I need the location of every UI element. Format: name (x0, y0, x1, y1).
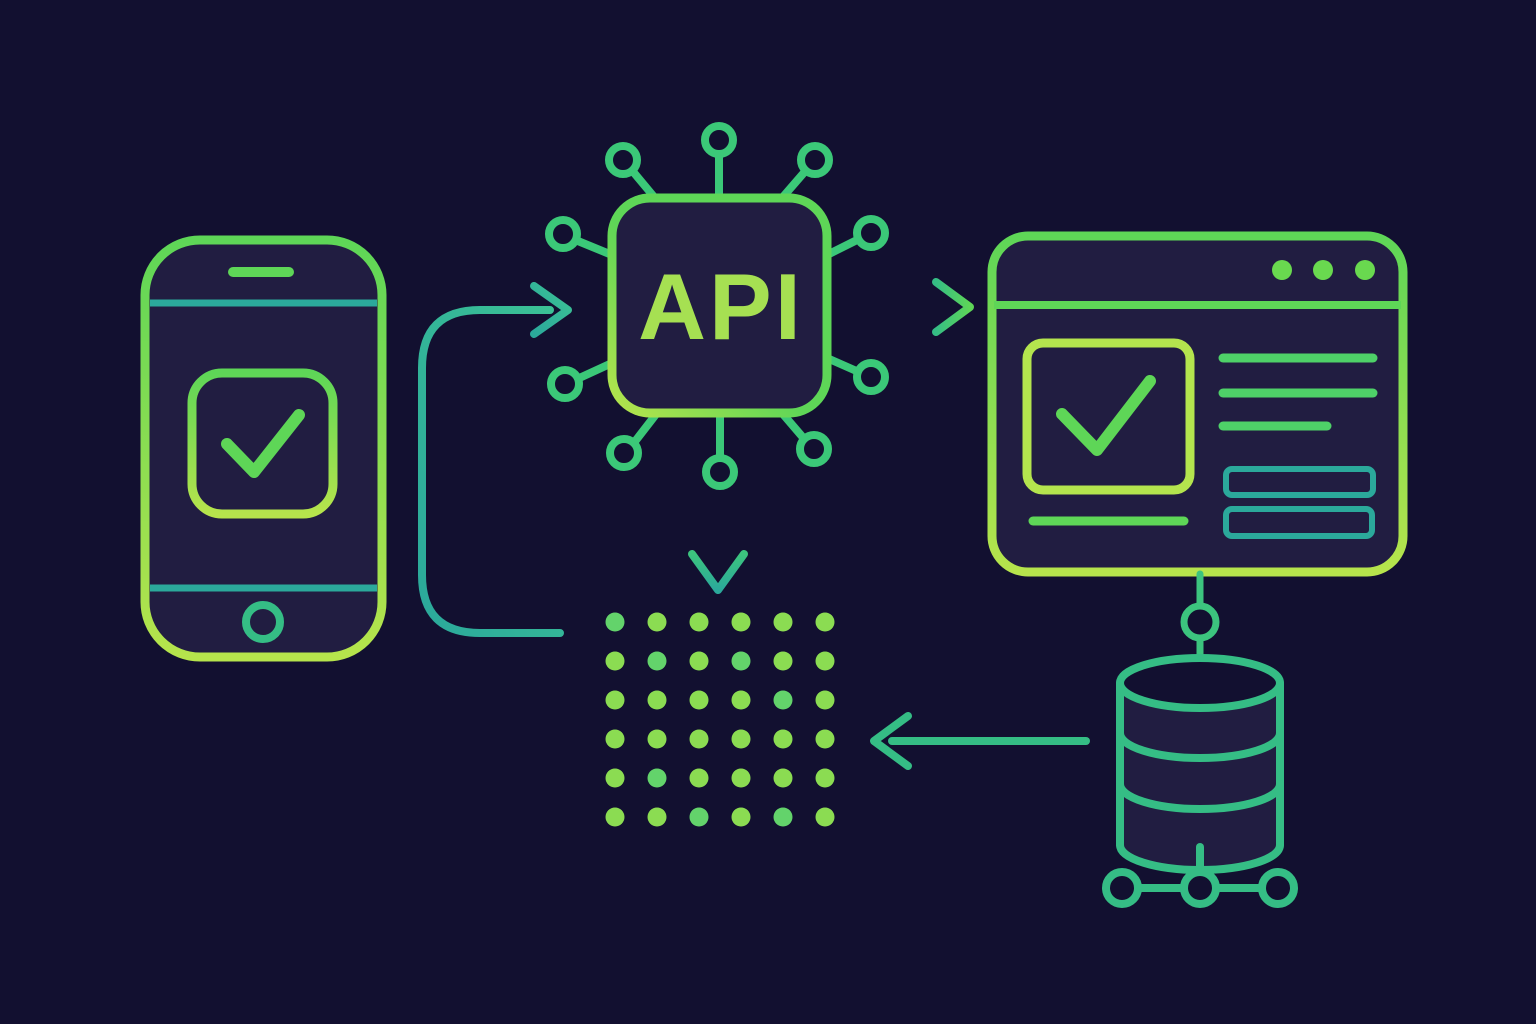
loop-arrow-shaft (418, 306, 564, 637)
data-dot (773, 651, 793, 671)
db-node (1180, 868, 1220, 908)
data-dot (647, 768, 667, 788)
data-dot (815, 612, 835, 632)
data-dot (689, 729, 709, 749)
chip-pin (605, 142, 659, 202)
data-dot (773, 729, 793, 749)
data-dots-grid-icon (605, 612, 835, 827)
phone-home-button (242, 601, 284, 643)
data-to-api-loop-arrow (418, 282, 572, 637)
phone-check-square (187, 368, 338, 519)
data-dot (731, 651, 751, 671)
chip-pin (778, 142, 833, 202)
chip-pin (823, 215, 889, 259)
data-dot (815, 690, 835, 710)
db-cylinder-fill (1120, 683, 1280, 870)
data-dot (731, 690, 751, 710)
data-dot (773, 690, 793, 710)
data-dot (647, 651, 667, 671)
chip-pin (606, 409, 661, 471)
arrowhead (932, 278, 974, 336)
data-dot (605, 690, 625, 710)
api-to-data-arrow (688, 498, 748, 594)
chip-pin (547, 359, 616, 402)
data-dot (605, 807, 625, 827)
db-node (1102, 868, 1142, 908)
data-dot (689, 651, 709, 671)
data-dot (815, 807, 835, 827)
api-to-browser-arrow (853, 278, 974, 336)
data-dot (731, 612, 751, 632)
browser-window-icon (987, 231, 1408, 577)
chip-pin (823, 354, 889, 395)
data-dot (647, 729, 667, 749)
data-dot (647, 690, 667, 710)
window-dot (1272, 260, 1292, 280)
data-dot (647, 612, 667, 632)
data-dot (605, 651, 625, 671)
arrowhead (870, 712, 912, 770)
data-dot (731, 768, 751, 788)
arrowhead (688, 550, 748, 594)
api-chip-icon: API (545, 122, 889, 490)
database-to-data-arrow (870, 712, 1090, 770)
data-dot (689, 690, 709, 710)
window-dot (1313, 260, 1333, 280)
browser-input-box (1223, 506, 1375, 539)
browser-text-lines (1218, 353, 1378, 431)
data-dot (689, 768, 709, 788)
chip-pins (545, 122, 889, 490)
chip-pin (701, 122, 737, 202)
data-dot (773, 768, 793, 788)
chip-pin (778, 409, 832, 467)
smartphone-icon (140, 235, 387, 662)
chip-pin (545, 216, 616, 259)
chip-pin (702, 409, 738, 490)
data-dot (773, 807, 793, 827)
data-dot (815, 768, 835, 788)
data-dot (773, 612, 793, 632)
db-band (1116, 729, 1284, 762)
window-dot (1355, 260, 1375, 280)
db-band (1116, 780, 1284, 813)
data-dot (815, 651, 835, 671)
phone-checkmark-icon (221, 409, 305, 478)
data-dot (605, 612, 625, 632)
browser-input-box (1223, 466, 1376, 498)
data-dot (815, 729, 835, 749)
browser-check-card (1022, 338, 1195, 495)
data-dot (605, 768, 625, 788)
data-dot (731, 729, 751, 749)
connector-node (1180, 602, 1220, 642)
data-dot (605, 729, 625, 749)
db-node (1258, 868, 1298, 908)
data-dot (647, 807, 667, 827)
database-icon (1102, 654, 1298, 908)
data-dot (689, 807, 709, 827)
browser-checkmark-icon (1056, 375, 1156, 456)
data-dot (689, 612, 709, 632)
api-label: API (638, 254, 804, 359)
data-dot (731, 807, 751, 827)
loop-arrowhead (530, 282, 572, 338)
browser-to-database-connector (1180, 570, 1220, 661)
chip-body (607, 193, 832, 418)
